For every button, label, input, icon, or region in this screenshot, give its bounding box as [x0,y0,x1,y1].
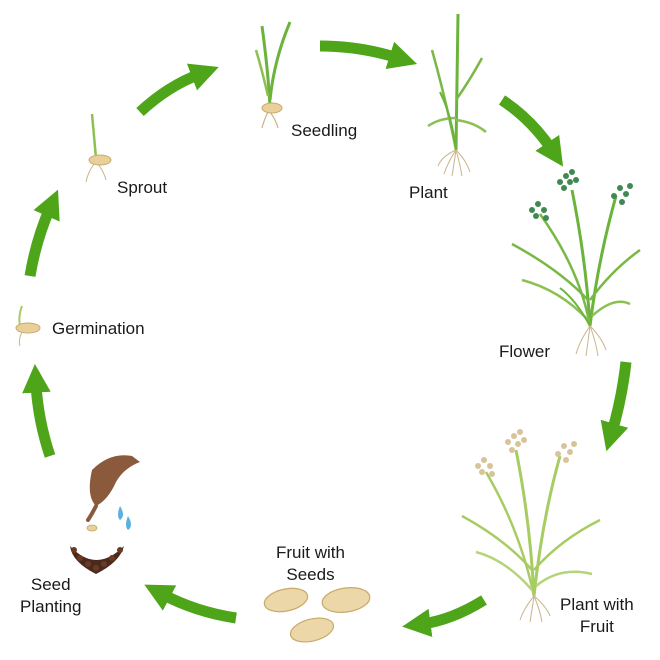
fruit-with-seeds-label: Fruit with Seeds [276,542,345,586]
arrow-fruit-to-fruit-seeds [402,595,487,638]
arrow-seeds-to-planting [144,584,237,624]
seed-planting-label-line1: Seed [30,575,71,594]
arrow-sprout-to-seedling [136,63,219,117]
seed-planting-label: Seed Planting [20,574,81,618]
seedling-illustration [254,21,292,129]
fruit-with-seeds-label-line1: Fruit with [276,543,345,562]
plant-label: Plant [409,183,448,202]
plant-with-fruit-label-line2: Fruit [579,617,614,636]
plant-with-fruit-illustration [461,429,601,623]
seed-planting-illustration [70,455,140,574]
sprout-illustration [85,113,112,183]
arrow-seedling-to-plant [319,40,418,70]
fruit-with-seeds-illustration [263,587,371,643]
plant-with-fruit-label: Plant with Fruit [560,594,634,638]
flower-label: Flower [499,342,551,361]
germination-label: Germination [52,319,145,338]
germination-illustration [15,305,41,347]
arrow-germination-to-sprout [24,189,60,277]
fruit-with-seeds-label-line2: Seeds [286,565,335,584]
arrow-plant-to-flower [498,95,564,167]
seed-planting-label-line2: Planting [20,597,82,616]
arrow-flower-to-fruit [600,361,632,452]
sprout-label: Sprout [117,178,168,197]
seedling-label: Seedling [291,121,358,140]
arrow-planting-to-germination [22,364,56,458]
plant-illustration [427,13,487,177]
flower-illustration [511,169,641,357]
plant-with-fruit-label-line1: Plant with [560,595,634,614]
